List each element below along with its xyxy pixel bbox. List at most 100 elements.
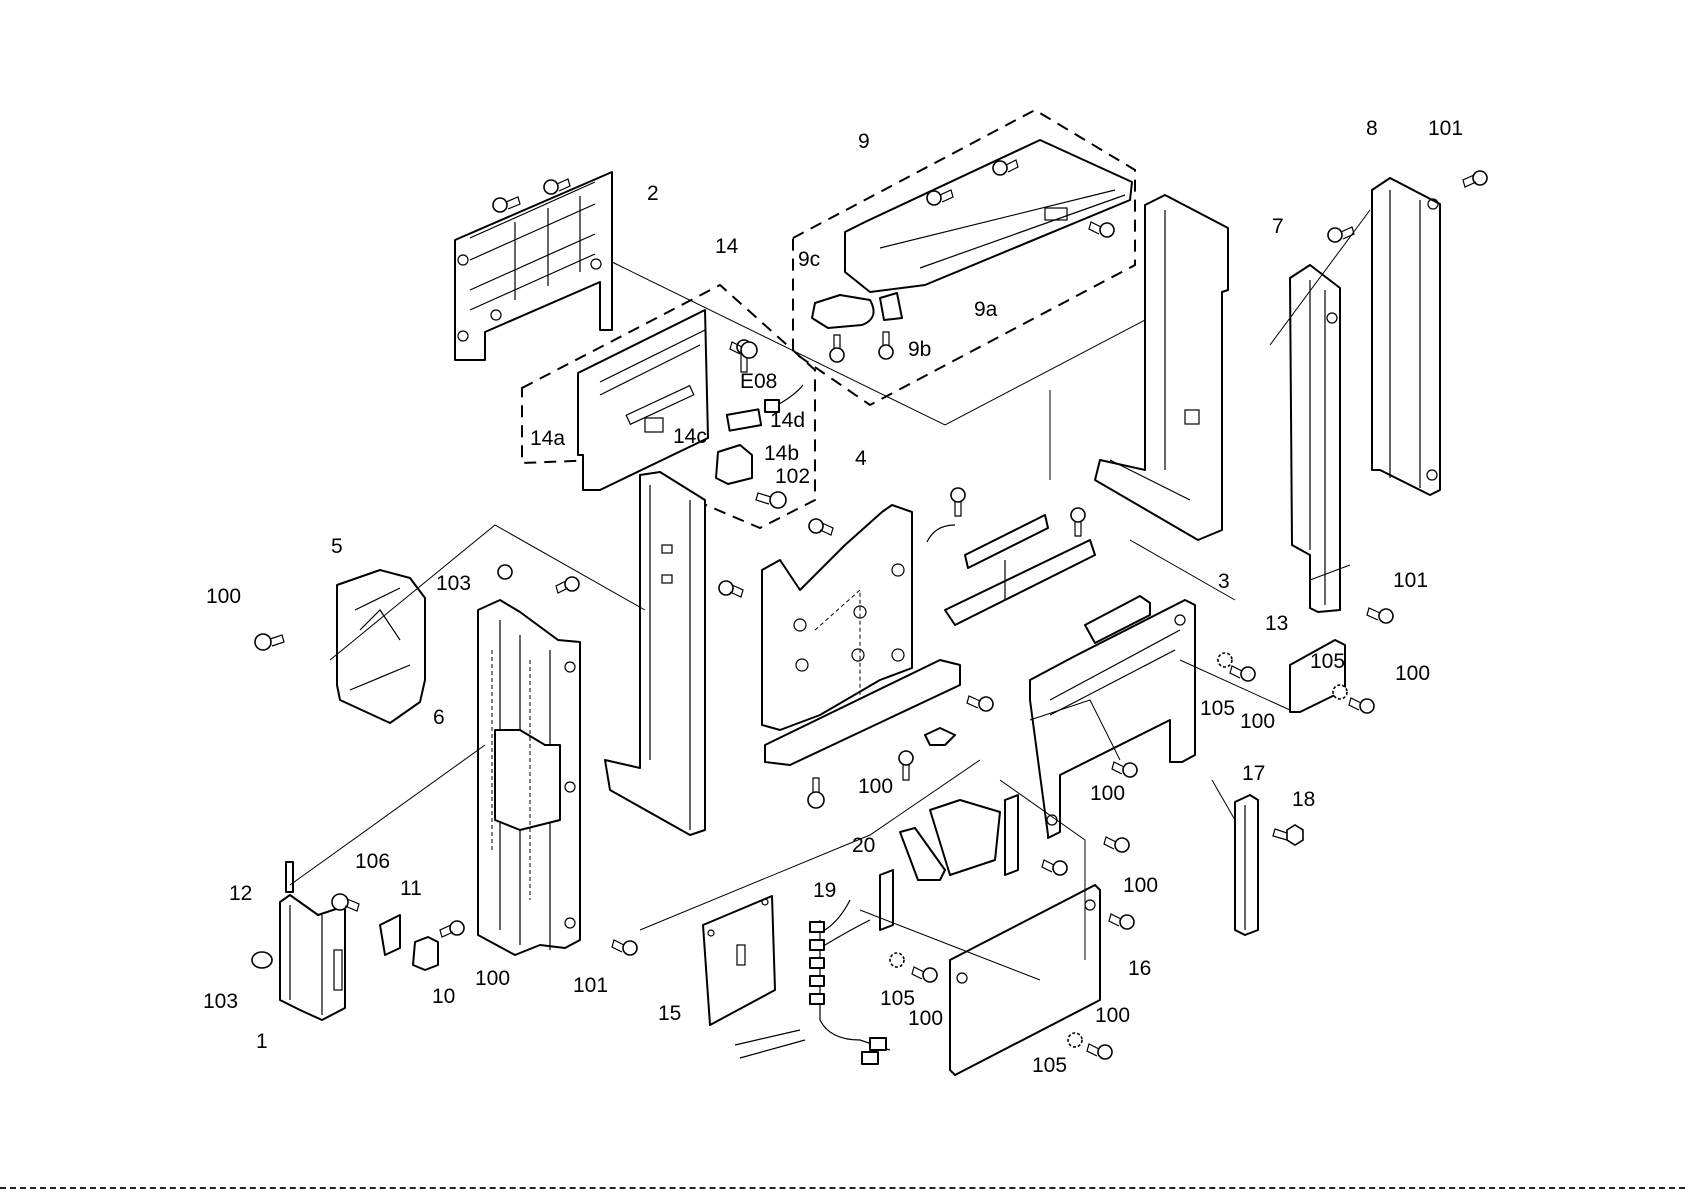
part-14a-board-bracket [577, 309, 709, 491]
screw-4-left [718, 580, 744, 598]
part-main-side-panel [1094, 194, 1229, 541]
screw-100-19b [1086, 1043, 1113, 1060]
screw-part-2-b [543, 178, 571, 195]
screw-101-top [1462, 170, 1488, 188]
part-11-bracket [379, 914, 401, 956]
washer-105-3 [1217, 652, 1233, 668]
label-6: 6 [433, 706, 445, 729]
label-100-19b: 100 [1095, 1004, 1130, 1027]
label-9b: 9b [908, 338, 931, 361]
screw-4-bottom [807, 777, 825, 809]
part-rail-bracket [764, 659, 961, 766]
label-3: 3 [1218, 570, 1230, 593]
part-4-board-plate [761, 504, 913, 731]
part-7-right-bracket [1289, 264, 1341, 613]
screw-100-13 [1348, 697, 1375, 714]
screw-6-top [555, 576, 580, 594]
label-13: 13 [1265, 612, 1288, 635]
label-20: 20 [852, 834, 875, 857]
screw-106 [331, 893, 360, 912]
part-14b-sensor [725, 408, 763, 432]
part-9c-lever [811, 294, 875, 329]
label-9: 9 [858, 130, 870, 153]
screw-101-right [1366, 607, 1394, 624]
washer-105-19a [889, 952, 905, 968]
label-100-13: 100 [1395, 662, 1430, 685]
part-9a-top-cover [844, 139, 1133, 293]
label-14: 14 [715, 235, 739, 258]
label-100-3: 100 [1240, 710, 1275, 733]
label-5: 5 [331, 535, 343, 558]
screw-100-3-lower [1111, 761, 1138, 778]
screw-slide-rail-a [950, 487, 966, 517]
part-16-rail [1234, 794, 1259, 936]
label-E08: E08 [740, 370, 777, 393]
screw-101-6 [611, 939, 638, 956]
screw-100-19c [1108, 913, 1135, 930]
e-ring-103-6 [497, 564, 513, 580]
part-3-frame [1029, 595, 1196, 839]
assembly-9-boundary [792, 108, 1136, 407]
label-100-10: 100 [475, 967, 510, 990]
label-18: 18 [1292, 788, 1315, 811]
screw-4-right [966, 695, 994, 712]
label-101-right: 101 [1393, 569, 1428, 592]
washer-105-19b [1067, 1032, 1083, 1048]
label-14d: 14d [770, 409, 805, 432]
screw-9b [878, 331, 894, 360]
part-5-guide [336, 569, 426, 724]
label-103-6: 103 [436, 572, 471, 595]
label-9c: 9c [798, 248, 820, 271]
label-105-19a: 105 [880, 987, 915, 1010]
part-19-side-bracket [879, 794, 1019, 931]
screw-e08-main [729, 341, 758, 359]
e-ring-103-1 [251, 951, 273, 969]
screw-100-19a [911, 966, 938, 983]
label-16: 17 [1242, 762, 1265, 785]
part-labels: 2 14 9 9c 9a 9b E08 14d 14a 14c 14b 102 … [203, 117, 1463, 1077]
screw-9-d [1088, 221, 1115, 238]
cable-ground [926, 524, 956, 543]
label-11: 11 [400, 877, 422, 900]
part-19-cover [949, 884, 1101, 1076]
label-1: 1 [256, 1030, 268, 1053]
label-100-19: 100 [1123, 874, 1158, 897]
label-4: 4 [855, 447, 867, 470]
screw-9-c [992, 159, 1019, 176]
label-106: 106 [355, 850, 390, 873]
screw-9-a [926, 189, 954, 206]
label-100-5: 100 [206, 585, 241, 608]
label-17: 19 [813, 879, 836, 902]
screw-100-19e [1103, 836, 1130, 853]
label-9a: 9a [974, 298, 998, 321]
screw-slide-rail-b [1070, 507, 1086, 537]
label-105-13: 105 [1310, 650, 1345, 673]
part-left-panel [604, 471, 706, 836]
label-15: 15 [658, 1002, 681, 1025]
screw-102 [755, 491, 787, 509]
part-14c-sensor-holder [715, 444, 753, 485]
label-100-20: 100 [858, 775, 893, 798]
screw-9c [829, 334, 845, 363]
screw-100-20 [898, 750, 914, 781]
part-2-rear-bracket [454, 171, 613, 361]
label-100-3b: 100 [1090, 782, 1125, 805]
part-8-right-channel [1371, 177, 1441, 496]
assembly-14-boundary [521, 283, 816, 530]
screw-100-10 [439, 920, 465, 938]
screw-100-19d [1041, 859, 1068, 876]
label-7: 7 [1272, 215, 1284, 238]
connection-lines [289, 209, 1371, 981]
screw-part-2-a [492, 196, 521, 213]
screw-100-3 [1229, 665, 1256, 682]
label-101-top: 101 [1428, 117, 1463, 140]
part-15-pcb [702, 895, 776, 1026]
part-6-column [477, 599, 581, 956]
label-102: 102 [775, 465, 810, 488]
part-14d-connector [764, 384, 804, 413]
part-10-plate [412, 936, 439, 971]
washer-105-13 [1332, 684, 1348, 700]
label-14b: 14b [764, 442, 799, 465]
part-12-pin [285, 861, 294, 893]
